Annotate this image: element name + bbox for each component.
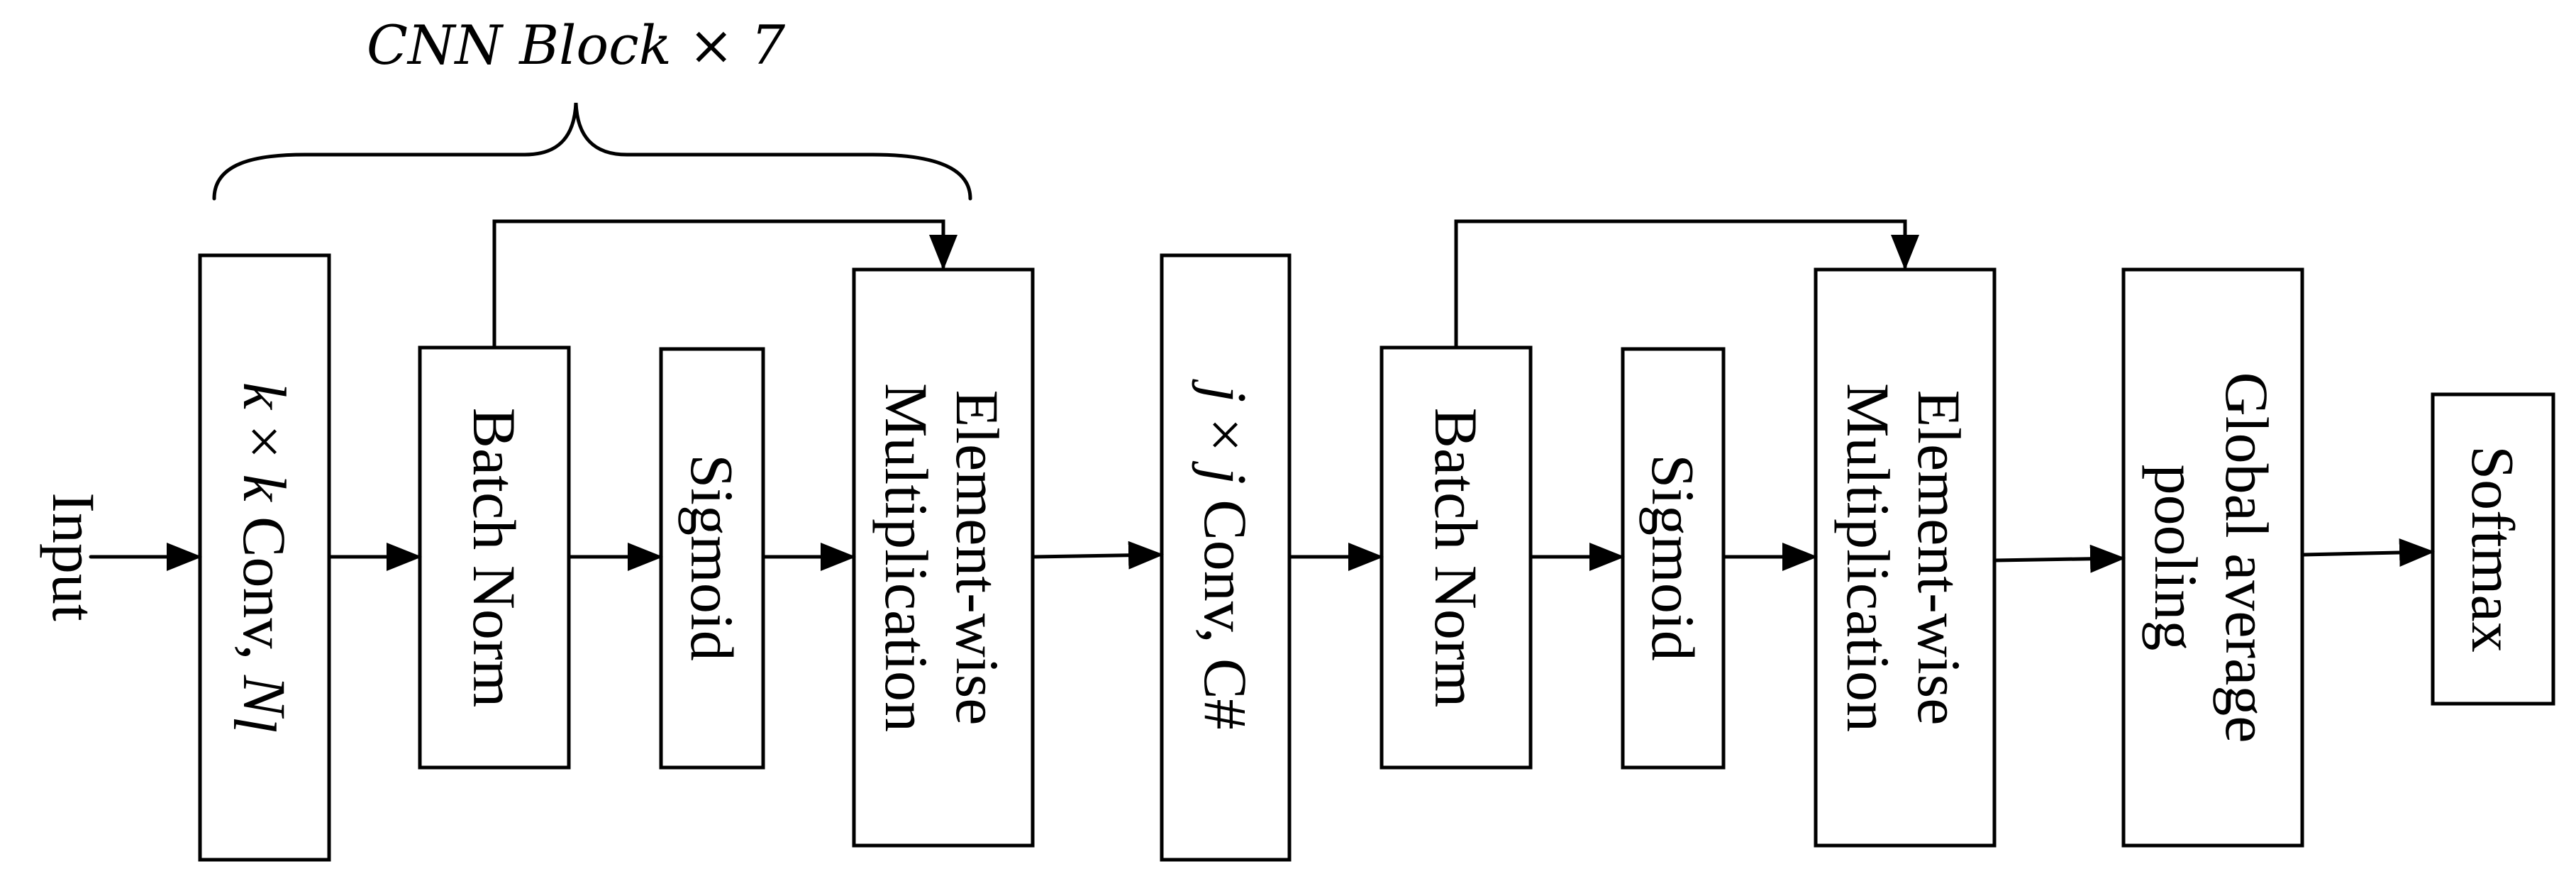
skip-connection-2 [1454, 219, 1919, 350]
skip-connection-1 [492, 219, 957, 350]
conv-j-label: j × j Conv, C# [1192, 379, 1260, 730]
batch-norm-box-2 [1379, 345, 1533, 770]
cnn-block-brace [212, 102, 972, 201]
element-wise-mult-label-2b: Multiplication [1834, 383, 1902, 732]
sigmoid-box-2 [1621, 347, 1726, 770]
conv-k-box [198, 253, 331, 862]
arrow-mult1-to-conv-j [1032, 541, 1164, 570]
element-wise-mult-label-1b: Multiplication [872, 383, 940, 732]
element-wise-mult-box-1 [852, 267, 1035, 848]
element-wise-mult-label-1a: Element-wise [943, 390, 1011, 726]
conv-j-box [1160, 253, 1292, 862]
arrow-mult2-to-gap [1994, 544, 2126, 573]
flow-arrows [89, 538, 2435, 573]
global-average-pooling-label-b: pooling [2142, 465, 2210, 651]
sigmoid-label-2: Sigmoid [1639, 454, 1707, 661]
batch-norm-label-2: Batch Norm [1422, 408, 1490, 708]
softmax-label: Softmax [2459, 445, 2527, 652]
arrow-gap-to-softmax [2302, 538, 2435, 567]
global-average-pooling-label-a: Global average [2213, 372, 2281, 743]
batch-norm-label-1: Batch Norm [460, 408, 528, 708]
brace-label: CNN Block × 7 [367, 13, 786, 77]
sigmoid-box-1 [659, 347, 765, 770]
conv-k-label: k × k Conv, Nl [221, 382, 299, 733]
sigmoid-label-1: Sigmoid [678, 454, 746, 661]
element-wise-mult-label-2a: Element-wise [1905, 390, 1973, 726]
